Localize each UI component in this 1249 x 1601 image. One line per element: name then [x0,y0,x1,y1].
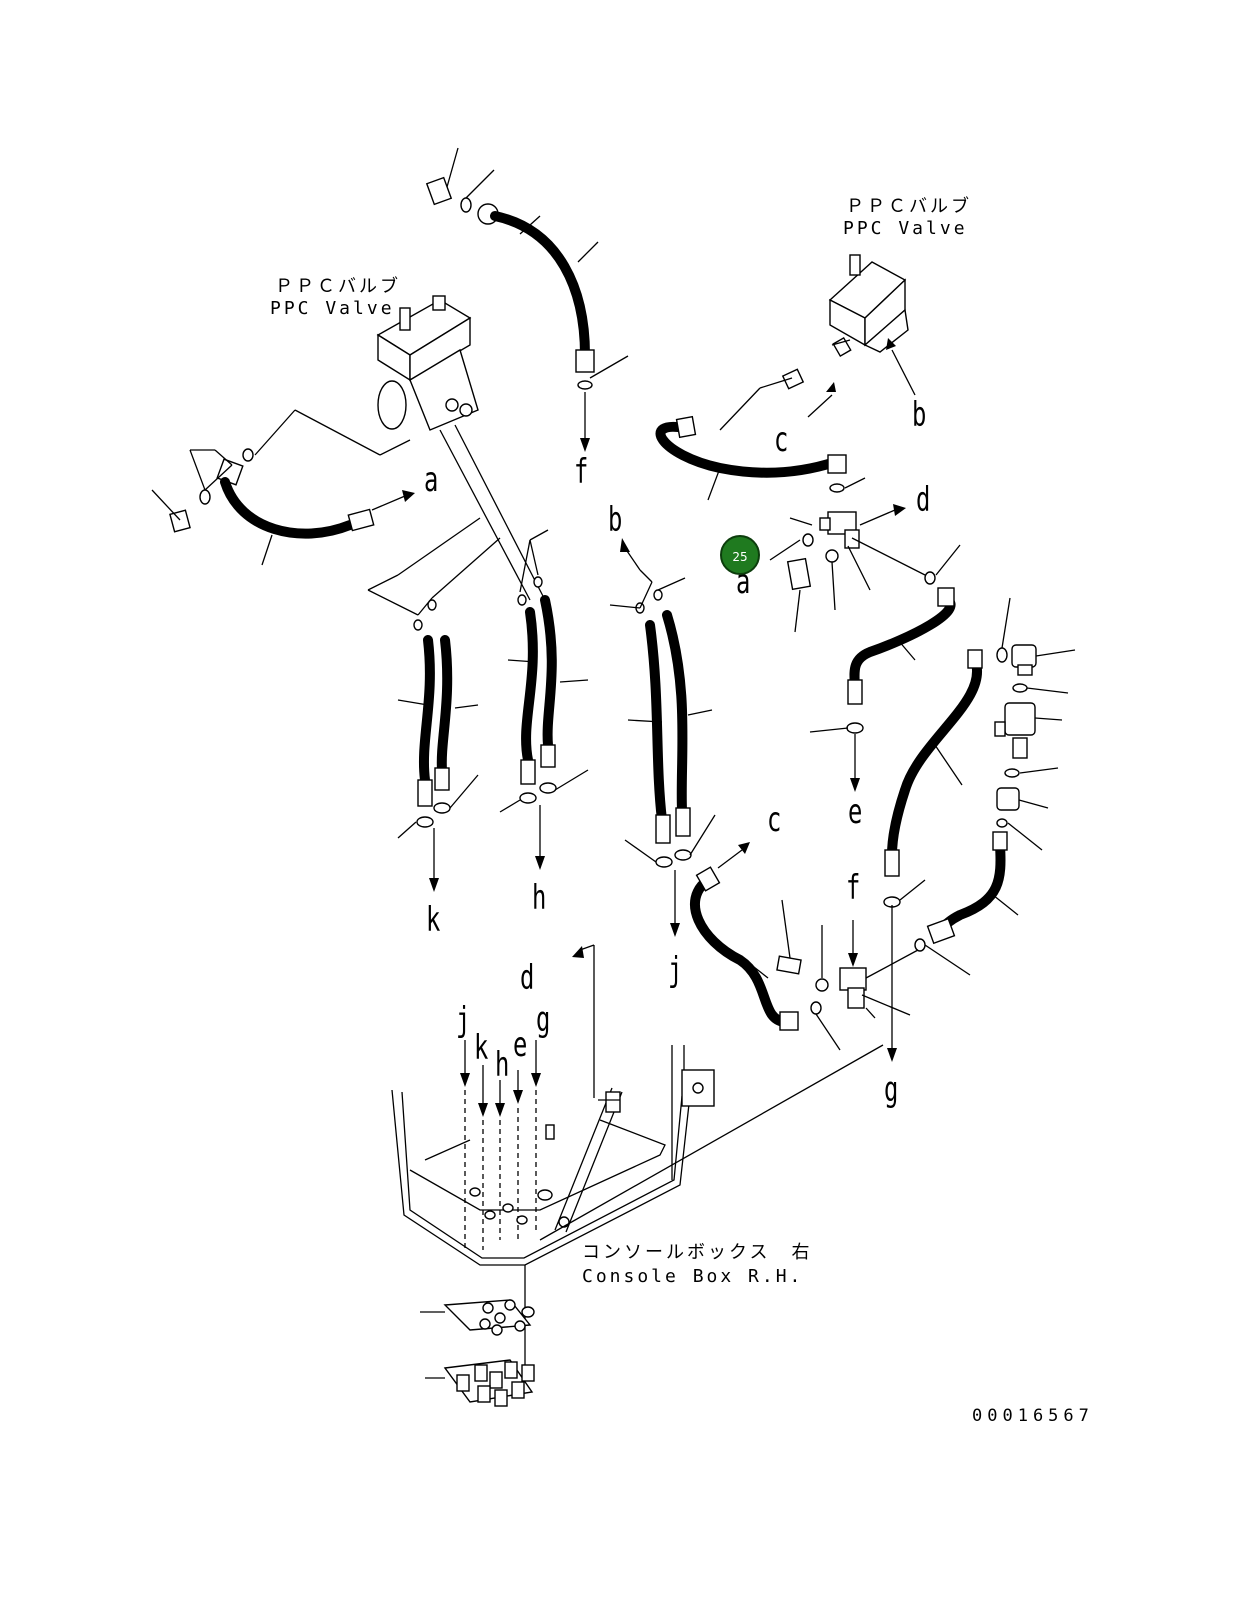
document-number: 00016567 [972,1406,1094,1426]
letter-k-mid: k [426,900,441,940]
hose-pair-j [609,538,716,937]
right-fitting-stack [994,644,1076,851]
letter-h-bottom: h [495,1045,510,1085]
letter-j-mid: j [668,950,683,990]
letter-d-bottom: d [520,958,535,998]
ppc-valve-right-en-label: PPC Valve [843,218,968,239]
letter-e-bottom: e [513,1025,528,1065]
letter-e-mid: e [848,792,863,832]
letter-a-left: a [424,460,439,500]
letter-f-top: f [574,452,589,492]
top-o-ring [460,197,472,213]
tee-block-g [776,899,919,1062]
ppc-valve-right-jp-label: ＰＰＣバルブ [846,196,972,217]
console-box-jp-label: コンソールボックス 右 [582,1242,813,1263]
letter-c-mid: c [767,800,782,840]
callout-badge-25[interactable]: 25 [720,535,760,575]
ppc-valve-left [376,295,546,601]
hose-pair-h [499,529,589,870]
tee-block-d [769,504,961,633]
top-elbow-fitting [425,176,453,206]
console-box [391,944,884,1380]
top-end-o-ring [577,380,593,390]
console-box-en-label: Console Box R.H. [582,1266,804,1287]
top-hose-assembly [425,147,629,452]
letter-k-bottom: k [474,1028,489,1068]
letter-g-right: g [884,1070,899,1110]
letter-h-mid: h [532,878,547,918]
letter-j-bottom: j [456,1000,471,1040]
left-hose-assembly [151,409,415,566]
ppc-valve-right [719,254,916,431]
hose-c-lower [689,842,799,1031]
letter-d-top: d [916,480,931,520]
letter-b-top: b [912,395,927,435]
ppc-valve-left-jp-label: ＰＰＣバルブ [275,276,401,297]
hose-pair-k [367,517,501,892]
letter-g-bottom: g [536,1000,551,1040]
letter-c-top: c [774,420,789,460]
ppc-valve-left-en-label: PPC Valve [270,298,395,319]
letter-b-mid: b [608,500,623,540]
hose-e [809,587,956,792]
hose-long-right [883,597,1011,908]
hose-to-g-tee [914,831,1019,976]
top-hose-end [575,349,595,373]
letter-f-mid: f [846,868,861,908]
fitting-plates [420,1299,535,1407]
hose-c-upper [655,415,866,501]
